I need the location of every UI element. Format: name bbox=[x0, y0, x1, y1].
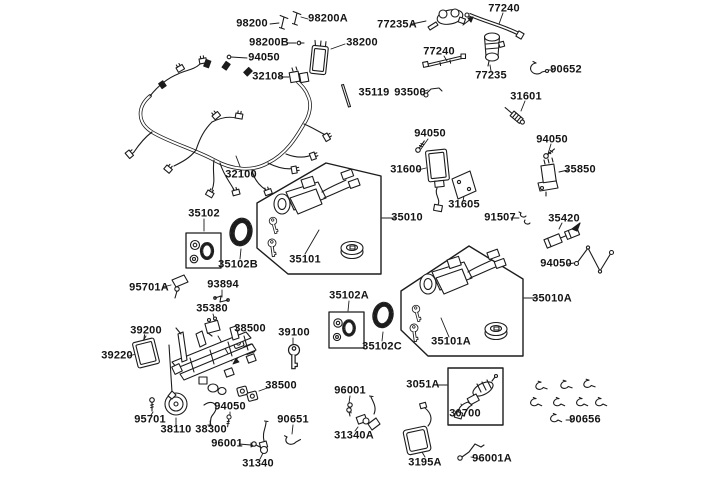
flasher-unit-icon bbox=[402, 401, 432, 456]
part-label-35850: 35850 bbox=[564, 163, 596, 176]
part-label-35010a: 35010A bbox=[532, 292, 572, 305]
bulb-icon-31601 bbox=[504, 107, 525, 125]
cdi-unit-icon bbox=[425, 148, 450, 213]
cable-icon-77240-lower bbox=[422, 53, 467, 68]
part-label-77240: 77240 bbox=[488, 2, 520, 15]
ecu-box-icon bbox=[132, 334, 160, 369]
cable-icon-77240-upper bbox=[464, 12, 525, 40]
part-label-31340: 31340 bbox=[242, 457, 274, 470]
part-label-94050-3: 94050 bbox=[414, 127, 446, 140]
part-label-77235: 77235 bbox=[475, 69, 507, 82]
wire-zigzag-icon-94050 bbox=[573, 245, 615, 274]
part-label-90652: 90652 bbox=[550, 63, 582, 76]
connector-icon-35420 bbox=[543, 222, 581, 249]
screw-icon-98200b bbox=[296, 40, 305, 46]
clamp-icon-90652 bbox=[530, 60, 550, 75]
part-label-94050-5: 94050 bbox=[214, 400, 246, 413]
part-label-98200b: 98200B bbox=[249, 36, 289, 49]
key-cylinder-icon bbox=[483, 32, 506, 67]
switch-icon-35380 bbox=[204, 316, 221, 337]
sensor-icon-31340 bbox=[258, 420, 269, 455]
part-label-35101: 35101 bbox=[289, 253, 321, 266]
assembly-box-35010a bbox=[400, 245, 524, 357]
lock-washer-set-icon-35102a bbox=[328, 311, 365, 349]
part-label-39220: 39220 bbox=[101, 349, 133, 362]
part-label-35380: 35380 bbox=[196, 302, 228, 315]
harness-connector-icon bbox=[288, 66, 310, 84]
frame-bracket-drawing bbox=[168, 325, 257, 396]
lever-assembly-icon bbox=[427, 8, 474, 31]
part-label-91507: 91507 bbox=[484, 211, 516, 224]
part-label-93894: 93894 bbox=[207, 278, 239, 291]
part-label-38110: 38110 bbox=[160, 423, 192, 436]
hook-icon-90651 bbox=[283, 435, 302, 445]
sensor-icon-31340a bbox=[346, 395, 381, 431]
part-label-31340a: 31340A bbox=[334, 429, 374, 442]
part-label-94050-2: 94050 bbox=[536, 133, 568, 146]
part-label-35101a: 35101A bbox=[431, 335, 471, 348]
part-label-39100: 39100 bbox=[278, 326, 310, 339]
part-label-31600: 31600 bbox=[390, 163, 422, 176]
part-label-98200a: 98200A bbox=[308, 12, 348, 25]
part-label-96001-2: 96001 bbox=[334, 384, 366, 397]
wire-icon-96001a bbox=[457, 443, 485, 461]
bracket-icon-95701a bbox=[171, 274, 189, 299]
part-label-38200: 38200 bbox=[346, 36, 378, 49]
part-label-32100: 32100 bbox=[225, 168, 257, 181]
part-label-35420: 35420 bbox=[548, 212, 580, 225]
lock-washer-set-icon-35102 bbox=[185, 232, 222, 269]
assembly-box-3051a bbox=[447, 367, 504, 426]
part-label-98200: 98200 bbox=[236, 17, 268, 30]
part-label-35102b: 35102B bbox=[218, 258, 258, 271]
cable-tie-icon bbox=[278, 10, 302, 30]
relay-box-icon bbox=[309, 39, 329, 76]
part-label-3051a: 3051A bbox=[406, 378, 440, 391]
assembly-box-35010 bbox=[256, 162, 382, 275]
bolt-icon-96001-left bbox=[251, 441, 261, 448]
part-label-30700: 30700 bbox=[449, 407, 481, 420]
part-label-39200: 39200 bbox=[130, 324, 162, 337]
part-label-31601: 31601 bbox=[510, 90, 542, 103]
part-label-90651: 90651 bbox=[277, 413, 309, 426]
part-label-95701: 95701 bbox=[134, 413, 166, 426]
part-label-35102c: 35102C bbox=[362, 340, 402, 353]
part-label-3195a: 3195A bbox=[408, 456, 442, 469]
part-label-93500: 93500 bbox=[394, 86, 426, 99]
bracket-icon-93500 bbox=[423, 87, 443, 98]
part-label-35102a: 35102A bbox=[329, 289, 369, 302]
part-label-96001a: 96001A bbox=[472, 452, 512, 465]
spark-plug-cap-icon bbox=[453, 373, 499, 420]
part-label-38500: 38500 bbox=[234, 322, 266, 335]
part-label-96001: 96001 bbox=[211, 437, 243, 450]
screw-icon-94050-topleft bbox=[226, 54, 232, 60]
relay-icon-35850 bbox=[537, 157, 559, 197]
part-label-35010: 35010 bbox=[391, 211, 423, 224]
rod-icon-35119 bbox=[340, 83, 352, 108]
wire-harness-drawing bbox=[124, 54, 334, 199]
part-label-38500-2: 38500 bbox=[265, 379, 297, 392]
hook-icon-38300 bbox=[203, 401, 217, 427]
part-label-94050-4: 94050 bbox=[540, 257, 572, 270]
part-label-77235a: 77235A bbox=[377, 18, 417, 31]
clip-icon-91507 bbox=[518, 211, 531, 225]
clip-icon-93894 bbox=[213, 295, 230, 303]
part-label-31605: 31605 bbox=[448, 198, 480, 211]
part-label-90656: 90656 bbox=[569, 413, 601, 426]
part-label-35119: 35119 bbox=[358, 86, 390, 99]
part-label-95701a: 95701A bbox=[129, 281, 169, 294]
part-label-38300: 38300 bbox=[195, 423, 227, 436]
part-label-35102: 35102 bbox=[188, 207, 220, 220]
part-label-94050: 94050 bbox=[248, 51, 280, 64]
horn-icon bbox=[164, 390, 188, 416]
part-label-32108: 32108 bbox=[252, 70, 284, 83]
part-label-77240-2: 77240 bbox=[423, 45, 455, 58]
plate-icon-31605 bbox=[451, 170, 477, 200]
